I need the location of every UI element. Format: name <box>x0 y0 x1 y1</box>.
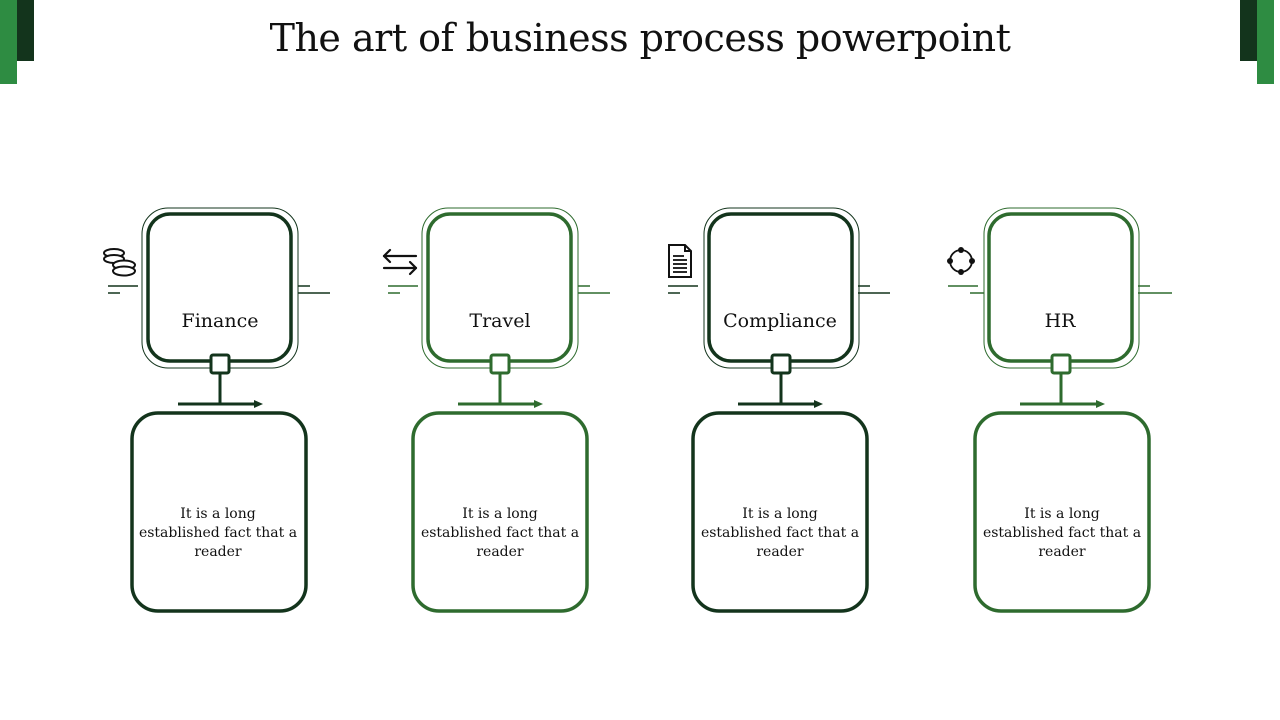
step-frame <box>668 207 890 613</box>
step-description: It is a long established fact that a rea… <box>138 506 298 560</box>
step-label: Finance <box>181 310 259 332</box>
step-frame <box>948 207 1172 613</box>
process-step-travel: Travel It is a long established fact tha… <box>380 200 620 620</box>
step-description: It is a long established fact that a rea… <box>982 506 1142 560</box>
process-step-hr: HR It is a long established fact that a … <box>940 200 1180 620</box>
step-label: Compliance <box>723 310 837 332</box>
step-frame <box>108 207 330 613</box>
corner-decoration-left <box>0 0 34 84</box>
page-title: The art of business process powerpoint <box>269 16 1011 60</box>
step-frame <box>388 207 610 613</box>
step-description: It is a long established fact that a rea… <box>420 506 580 560</box>
step-description: It is a long established fact that a rea… <box>700 506 860 560</box>
process-step-finance: Finance It is a long established fact th… <box>100 200 340 620</box>
corner-decoration-right <box>1240 0 1274 84</box>
process-step-compliance: Compliance It is a long established fact… <box>660 200 900 620</box>
step-label: HR <box>1044 310 1076 332</box>
step-label: Travel <box>469 310 531 332</box>
